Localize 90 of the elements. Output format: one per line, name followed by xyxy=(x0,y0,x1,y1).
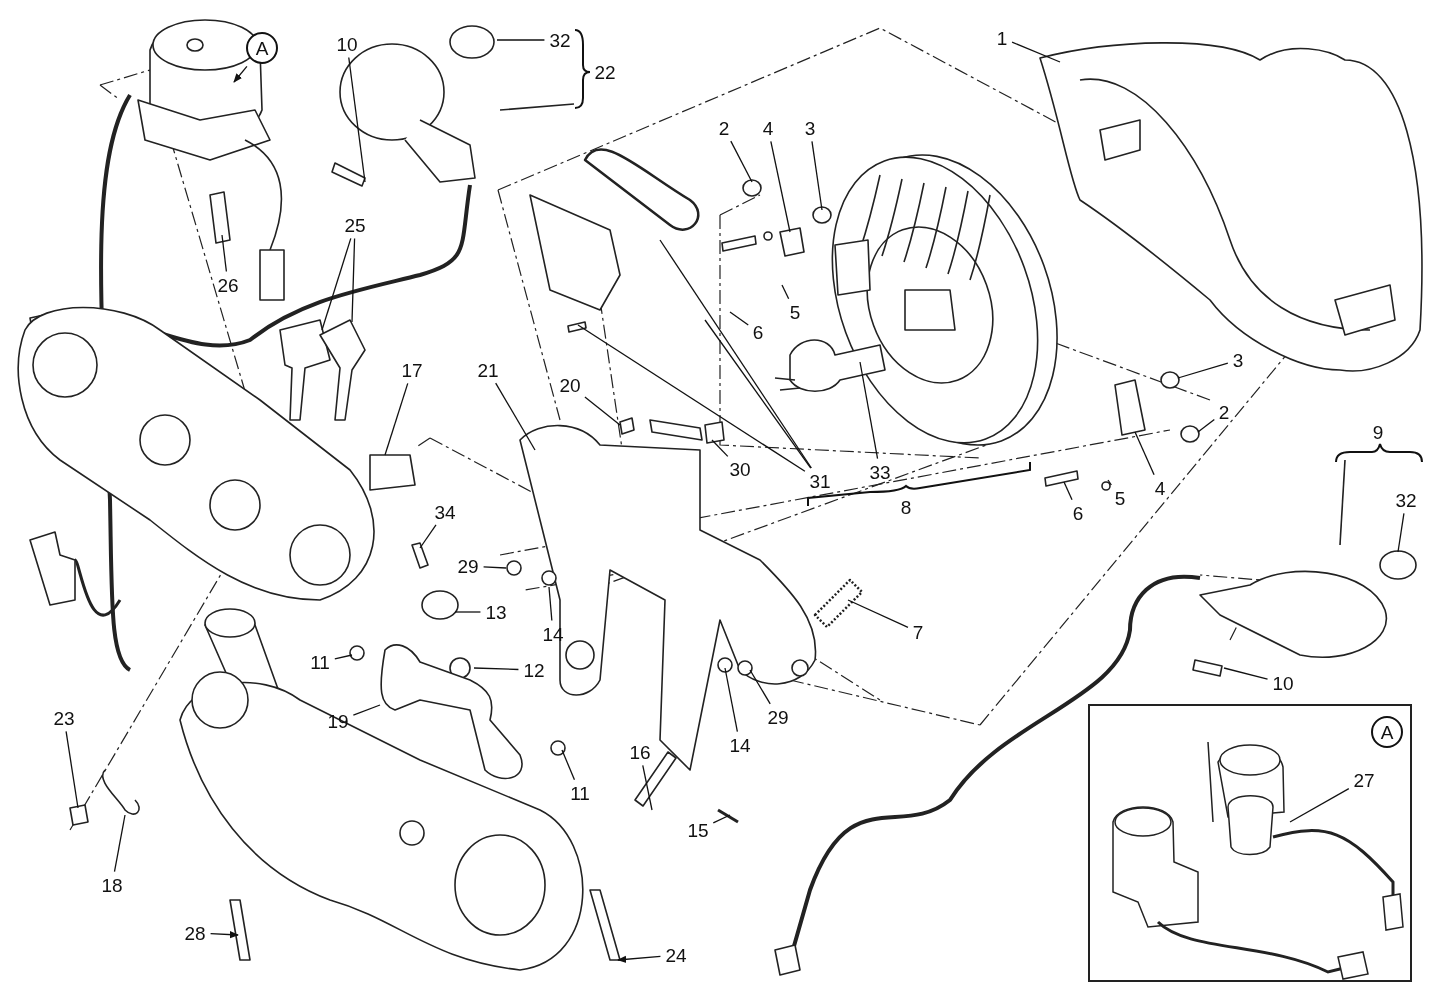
callout-number: 34 xyxy=(432,501,458,523)
callout-number: 14 xyxy=(727,734,753,756)
callout-number: 22 xyxy=(592,61,618,83)
leader-line xyxy=(419,524,437,549)
leader-line xyxy=(617,955,662,963)
callout-number: 12 xyxy=(521,659,547,681)
callout-number: 24 xyxy=(663,944,689,966)
callout-number: 11 xyxy=(308,651,332,673)
callout-number: 10 xyxy=(1270,672,1296,694)
leader-line xyxy=(1063,481,1073,501)
leader-line xyxy=(729,311,749,326)
callout-number: 7 xyxy=(910,621,926,643)
callout-number: 28 xyxy=(182,922,208,944)
detail-reference-marker: A xyxy=(1371,716,1403,748)
callout-number: 3 xyxy=(802,117,818,139)
leader-line xyxy=(1011,41,1061,63)
callout-number: 4 xyxy=(1152,477,1168,499)
leader-line xyxy=(711,439,729,457)
leader-line xyxy=(811,140,823,211)
callout-number: 27 xyxy=(1351,769,1377,791)
leader-line xyxy=(233,65,248,83)
leader-line xyxy=(847,599,909,629)
leader-line xyxy=(1197,418,1215,433)
leader-line xyxy=(1134,431,1155,476)
callout-number: 2 xyxy=(716,117,732,139)
leader-line xyxy=(496,39,546,41)
callout-number: 29 xyxy=(455,555,481,577)
detail-reference-marker: A xyxy=(246,32,278,64)
leader-line xyxy=(781,284,790,300)
callout-number: 4 xyxy=(760,117,776,139)
callout-number: 26 xyxy=(215,274,241,296)
detail-inset-frame xyxy=(1088,704,1412,982)
callout-number: 6 xyxy=(1070,502,1086,524)
leader-line xyxy=(65,730,79,809)
leader-line xyxy=(473,667,520,671)
leader-line xyxy=(724,667,739,733)
callout-number: 13 xyxy=(483,601,509,623)
leader-line xyxy=(770,140,791,233)
callout-number: 10 xyxy=(334,33,360,55)
callout-number: 5 xyxy=(787,301,803,323)
leader-line xyxy=(1223,667,1269,680)
callout-number: 30 xyxy=(727,458,753,480)
leader-line xyxy=(1107,479,1112,486)
leader-line xyxy=(1289,787,1350,823)
leader-line xyxy=(561,749,576,781)
leader-line xyxy=(1397,512,1405,553)
callout-number: 32 xyxy=(547,29,573,51)
callout-number: 17 xyxy=(399,359,425,381)
callout-number: 9 xyxy=(1370,421,1386,443)
callout-number: 18 xyxy=(99,874,125,896)
callout-number: 20 xyxy=(557,374,583,396)
callout-number: 29 xyxy=(765,706,791,728)
leader-line xyxy=(209,931,239,939)
leader-line xyxy=(704,319,812,469)
callout-number: 25 xyxy=(342,214,368,236)
leader-line xyxy=(384,382,409,456)
leader-line xyxy=(548,586,553,622)
callout-number: 5 xyxy=(1112,487,1128,509)
leader-line xyxy=(712,814,731,824)
callout-number: 11 xyxy=(568,782,592,804)
leader-line xyxy=(334,654,353,660)
leader-line xyxy=(113,814,126,873)
callout-number: 23 xyxy=(51,707,77,729)
callout-number: 6 xyxy=(750,321,766,343)
leader-line xyxy=(642,764,653,811)
leader-line xyxy=(730,140,753,183)
callout-number: 31 xyxy=(807,470,833,492)
callout-number: 21 xyxy=(475,359,501,381)
callout-number: 1 xyxy=(994,27,1010,49)
leader-line xyxy=(348,56,366,183)
leader-line xyxy=(584,396,621,426)
leader-line xyxy=(749,669,771,705)
callout-number: 32 xyxy=(1393,489,1419,511)
leader-line xyxy=(482,566,507,569)
leader-line xyxy=(495,382,536,451)
leader-line xyxy=(321,237,352,331)
callout-number: 15 xyxy=(685,819,711,841)
callout-number: 2 xyxy=(1216,401,1232,423)
leader-line xyxy=(577,324,806,472)
leader-line xyxy=(352,704,381,716)
leader-line xyxy=(859,361,879,460)
callout-number: 16 xyxy=(627,741,653,763)
callout-number: 8 xyxy=(898,496,914,518)
leader-line xyxy=(1177,362,1229,379)
leader-line xyxy=(221,234,228,273)
leader-line xyxy=(659,239,812,469)
leader-line xyxy=(351,237,356,323)
callout-number: 33 xyxy=(867,461,893,483)
leader-line xyxy=(454,611,482,613)
callout-number: 3 xyxy=(1230,349,1246,371)
